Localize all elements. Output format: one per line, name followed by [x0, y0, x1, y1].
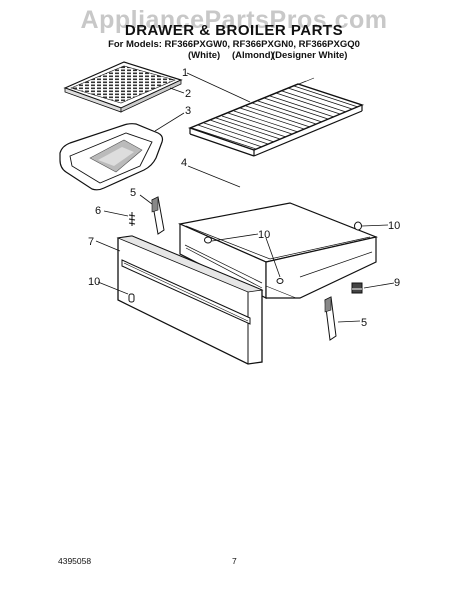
drawer-glide-lower-part [324, 296, 337, 341]
drawer-glide-upper-part [151, 196, 165, 235]
callout-clip: 9 [394, 277, 400, 289]
model-list: For Models: RF366PXGW0, RF366PXGN0, RF36… [108, 39, 360, 50]
color-almond: (Almond) [232, 50, 274, 61]
fastener-parts [128, 221, 362, 303]
broiler-grid-part [63, 61, 183, 113]
screw-part [128, 212, 136, 226]
callout-drawer-body: 4 [181, 157, 187, 169]
clip-part [351, 282, 363, 294]
leader-lines [95, 72, 395, 323]
drawer-body-part [177, 202, 379, 299]
callout-glide-lower: 5 [361, 317, 367, 329]
callout-fastener-right: 10 [388, 220, 400, 232]
document-number: 4395058 [58, 556, 92, 566]
color-designer-white: (Designer White) [272, 50, 348, 61]
callout-fastener-center: 10 [258, 229, 270, 241]
watermark: AppliancePartsPros.com [80, 6, 388, 34]
drawer-front-part [116, 235, 264, 365]
color-white: (White) [188, 50, 221, 61]
callout-rack: 1 [182, 67, 188, 79]
callout-drawer-front: 7 [88, 236, 94, 248]
page-number: 7 [232, 556, 237, 566]
broiler-pan-part [59, 123, 164, 191]
callout-broiler-pan: 3 [185, 105, 191, 117]
page-title: DRAWER & BROILER PARTS [124, 22, 344, 39]
callout-screw: 6 [95, 205, 101, 217]
callout-glide-upper: 5 [130, 187, 136, 199]
oven-rack-part [188, 77, 365, 157]
callout-broiler-grid: 2 [185, 88, 191, 100]
callout-labels: 1 2 3 4 5 6 7 10 10 10 9 5 [88, 67, 400, 329]
callout-fastener-left: 10 [88, 276, 100, 288]
